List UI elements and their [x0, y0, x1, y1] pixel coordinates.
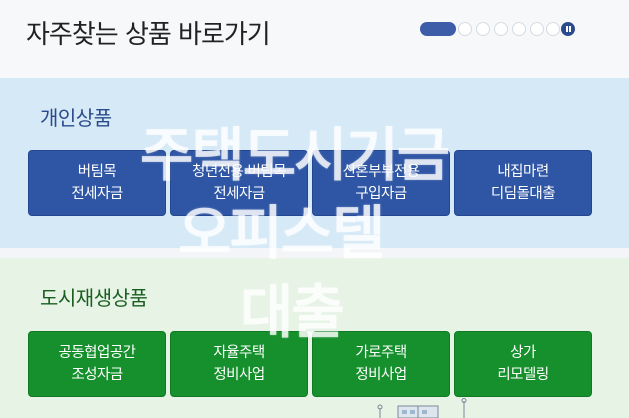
pager-dot[interactable]	[546, 22, 560, 36]
product-line1: 자율주택	[213, 345, 265, 361]
product-line2: 조성자금	[71, 367, 123, 383]
product-line2: 전세자금	[71, 186, 123, 202]
product-button-autonomous-housing[interactable]: 자율주택 정비사업	[170, 331, 308, 397]
product-line2: 리모델링	[497, 367, 549, 383]
product-line2: 디딤돌대출	[490, 186, 556, 202]
product-line1: 신혼부부전용	[342, 164, 420, 180]
product-line1: 상가	[510, 345, 536, 361]
product-button-youth-beotimmok[interactable]: 청년전용 버팀목 전세자금	[170, 150, 308, 216]
product-line2: 정비사업	[355, 367, 407, 383]
product-line1: 버팀목	[77, 164, 117, 180]
pager-dot[interactable]	[530, 22, 544, 36]
section-divider	[0, 248, 629, 258]
section-title-urban: 도시재생상품	[40, 286, 148, 310]
pager-dot[interactable]	[476, 22, 490, 36]
pause-icon[interactable]	[561, 22, 575, 36]
product-line1: 공동협업공간	[58, 345, 136, 361]
pager-dot-active[interactable]	[420, 22, 456, 36]
product-line2: 정비사업	[213, 367, 265, 383]
product-button-didimdol-loan[interactable]: 내집마련 디딤돌대출	[454, 150, 592, 216]
pager-dot[interactable]	[494, 22, 508, 36]
product-line1: 가로주택	[355, 345, 407, 361]
product-button-beotimmok-jeonse[interactable]: 버팀목 전세자금	[28, 150, 166, 216]
product-line1: 내집마련	[497, 164, 549, 180]
product-button-shop-remodeling[interactable]: 상가 리모델링	[454, 331, 592, 397]
pager-dot[interactable]	[458, 22, 472, 36]
product-button-street-housing[interactable]: 가로주택 정비사업	[312, 331, 450, 397]
product-button-newlywed-purchase[interactable]: 신혼부부전용 구입자금	[312, 150, 450, 216]
product-line2: 구입자금	[355, 186, 407, 202]
building-illustration	[377, 398, 467, 418]
product-button-coworking-space[interactable]: 공동협업공간 조성자금	[28, 331, 166, 397]
header: 자주찾는 상품 바로가기	[0, 0, 629, 78]
pager-dot[interactable]	[512, 22, 526, 36]
page-title: 자주찾는 상품 바로가기	[26, 20, 271, 50]
section-title-personal: 개인상품	[40, 106, 112, 130]
product-line1: 청년전용 버팀목	[192, 164, 287, 180]
product-line2: 전세자금	[213, 186, 265, 202]
